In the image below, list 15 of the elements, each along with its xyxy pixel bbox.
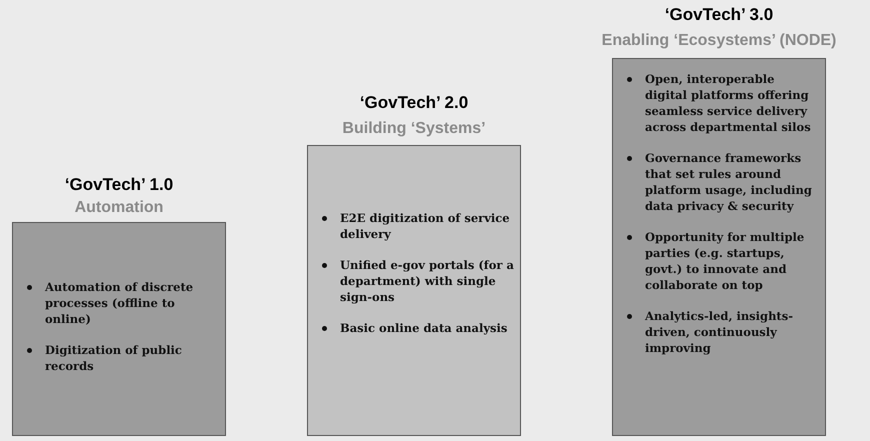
bullet-item: Basic online data analysis (340, 321, 508, 335)
bullet-item: Open, interoperable digital platforms offering seamless service delivery across departmental silos (645, 72, 811, 134)
stage-heading: ‘GovTech’ 3.0 (664, 5, 774, 25)
bullet-item: Analytics-led, insights-driven, continuously improving (645, 309, 793, 355)
bullet-item: Digitization of public records (45, 343, 182, 373)
stage-subtitle: Enabling ‘Ecosystems’ (NODE) (602, 32, 836, 50)
stage-subtitle: Building ‘Systems’ (342, 120, 486, 138)
stage-heading: ‘GovTech’ 2.0 (358, 93, 470, 113)
bullet-item: Opportunity for multiple parties (e.g. startups, govt.) to innovate and collaborate on top (645, 230, 804, 292)
bullet-item: Governance frameworks that set rules around platform usage, including data privacy & security (645, 151, 812, 213)
stage-heading: ‘GovTech’ 1.0 (64, 175, 174, 195)
bullet-item: Automation of discrete processes (offline to online) (45, 280, 194, 326)
stage-subtitle: Automation (74, 199, 164, 217)
bullet-item: E2E digitization of service delivery (340, 211, 510, 241)
bullet-item: Unified e-gov portals (for a department) with single sign-ons (340, 258, 514, 304)
